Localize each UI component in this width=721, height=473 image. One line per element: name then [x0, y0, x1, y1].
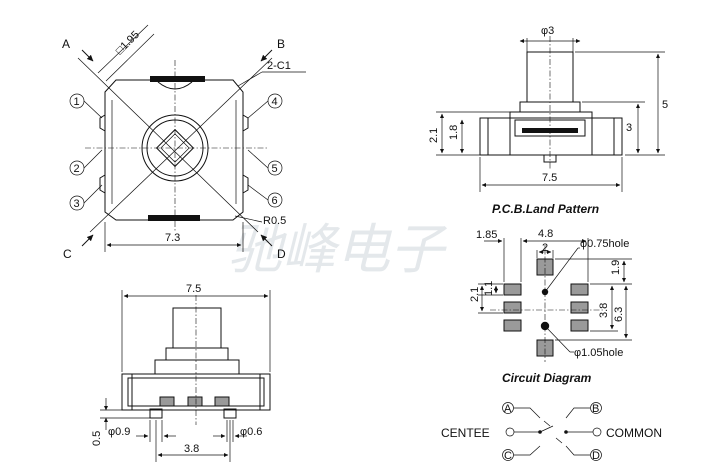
dim-width: 7.3: [165, 232, 180, 244]
dim-left: 1.85: [476, 229, 497, 241]
dim-body: 3: [626, 122, 632, 134]
dim-square: □1.95: [114, 29, 142, 57]
pin-label: 1: [74, 96, 80, 108]
dim-v3: 3.8: [598, 303, 610, 318]
pcb-land-pattern: 1.85 4.8 2 φ0.75hole 1.9 3.8 6.3 2.1 1.1…: [469, 228, 632, 362]
circuit-title: Circuit Diagram: [502, 371, 592, 385]
dim-h1: 2.1: [428, 128, 440, 143]
right-label: COMMON: [606, 426, 662, 440]
pcb-title: P.C.B.Land Pattern: [492, 202, 599, 216]
dim-d2: φ0.6: [240, 426, 262, 438]
pin-label: 6: [272, 195, 278, 207]
pin-label: 5: [272, 163, 278, 175]
node-a: A: [504, 403, 512, 415]
dim-v4: 6.3: [613, 307, 625, 322]
node-c: C: [504, 450, 512, 462]
corner-label-a: A: [62, 37, 70, 51]
corner-label-d: D: [277, 247, 286, 261]
dim-v2: 1.1: [483, 281, 495, 296]
side-view: φ3 7.5 5 3 2.1 1.8: [428, 25, 668, 192]
dim-pitch: 3.8: [184, 443, 199, 455]
corner-label-c: C: [63, 247, 72, 261]
dim-d1: φ0.9: [108, 426, 130, 438]
pin-label: 3: [74, 198, 80, 210]
dim-span: 4.8: [538, 228, 553, 240]
dim-diameter: φ3: [541, 25, 554, 37]
dim-v1: 2.1: [469, 287, 481, 302]
circuit-diagram: CENTEE COMMON A B C D: [441, 402, 662, 462]
dim-width: 7.5: [186, 283, 201, 295]
top-view: A B C D □1.95 2-C1 1 2 3 4 5 6 R0.5: [62, 24, 306, 261]
dim-width: 7.5: [542, 172, 557, 184]
dim-radius: R0.5: [263, 215, 286, 227]
pin-label: 2: [74, 163, 80, 175]
dim-gap: 2: [542, 242, 548, 254]
pin-callouts: 1 2 3 4 5 6: [69, 93, 283, 211]
front-view: 7.5 0.5 φ0.9 3.8 φ0.6: [91, 283, 271, 462]
node-b: B: [592, 403, 599, 415]
node-d: D: [592, 450, 600, 462]
watermark: 驰峰电子: [228, 220, 448, 280]
corner-label-b: B: [277, 37, 285, 51]
left-label: CENTEE: [441, 426, 490, 440]
hole-small-label: φ0.75hole: [580, 238, 629, 250]
dim-top: 1.9: [610, 260, 622, 275]
hole-large-label: φ1.05hole: [574, 347, 623, 359]
dim-chamfer: 2-C1: [267, 60, 291, 72]
dim-leg: 0.5: [91, 431, 103, 446]
pin-label: 4: [272, 96, 278, 108]
dim-h2: 1.8: [448, 125, 460, 140]
dim-height: 5: [662, 99, 668, 111]
